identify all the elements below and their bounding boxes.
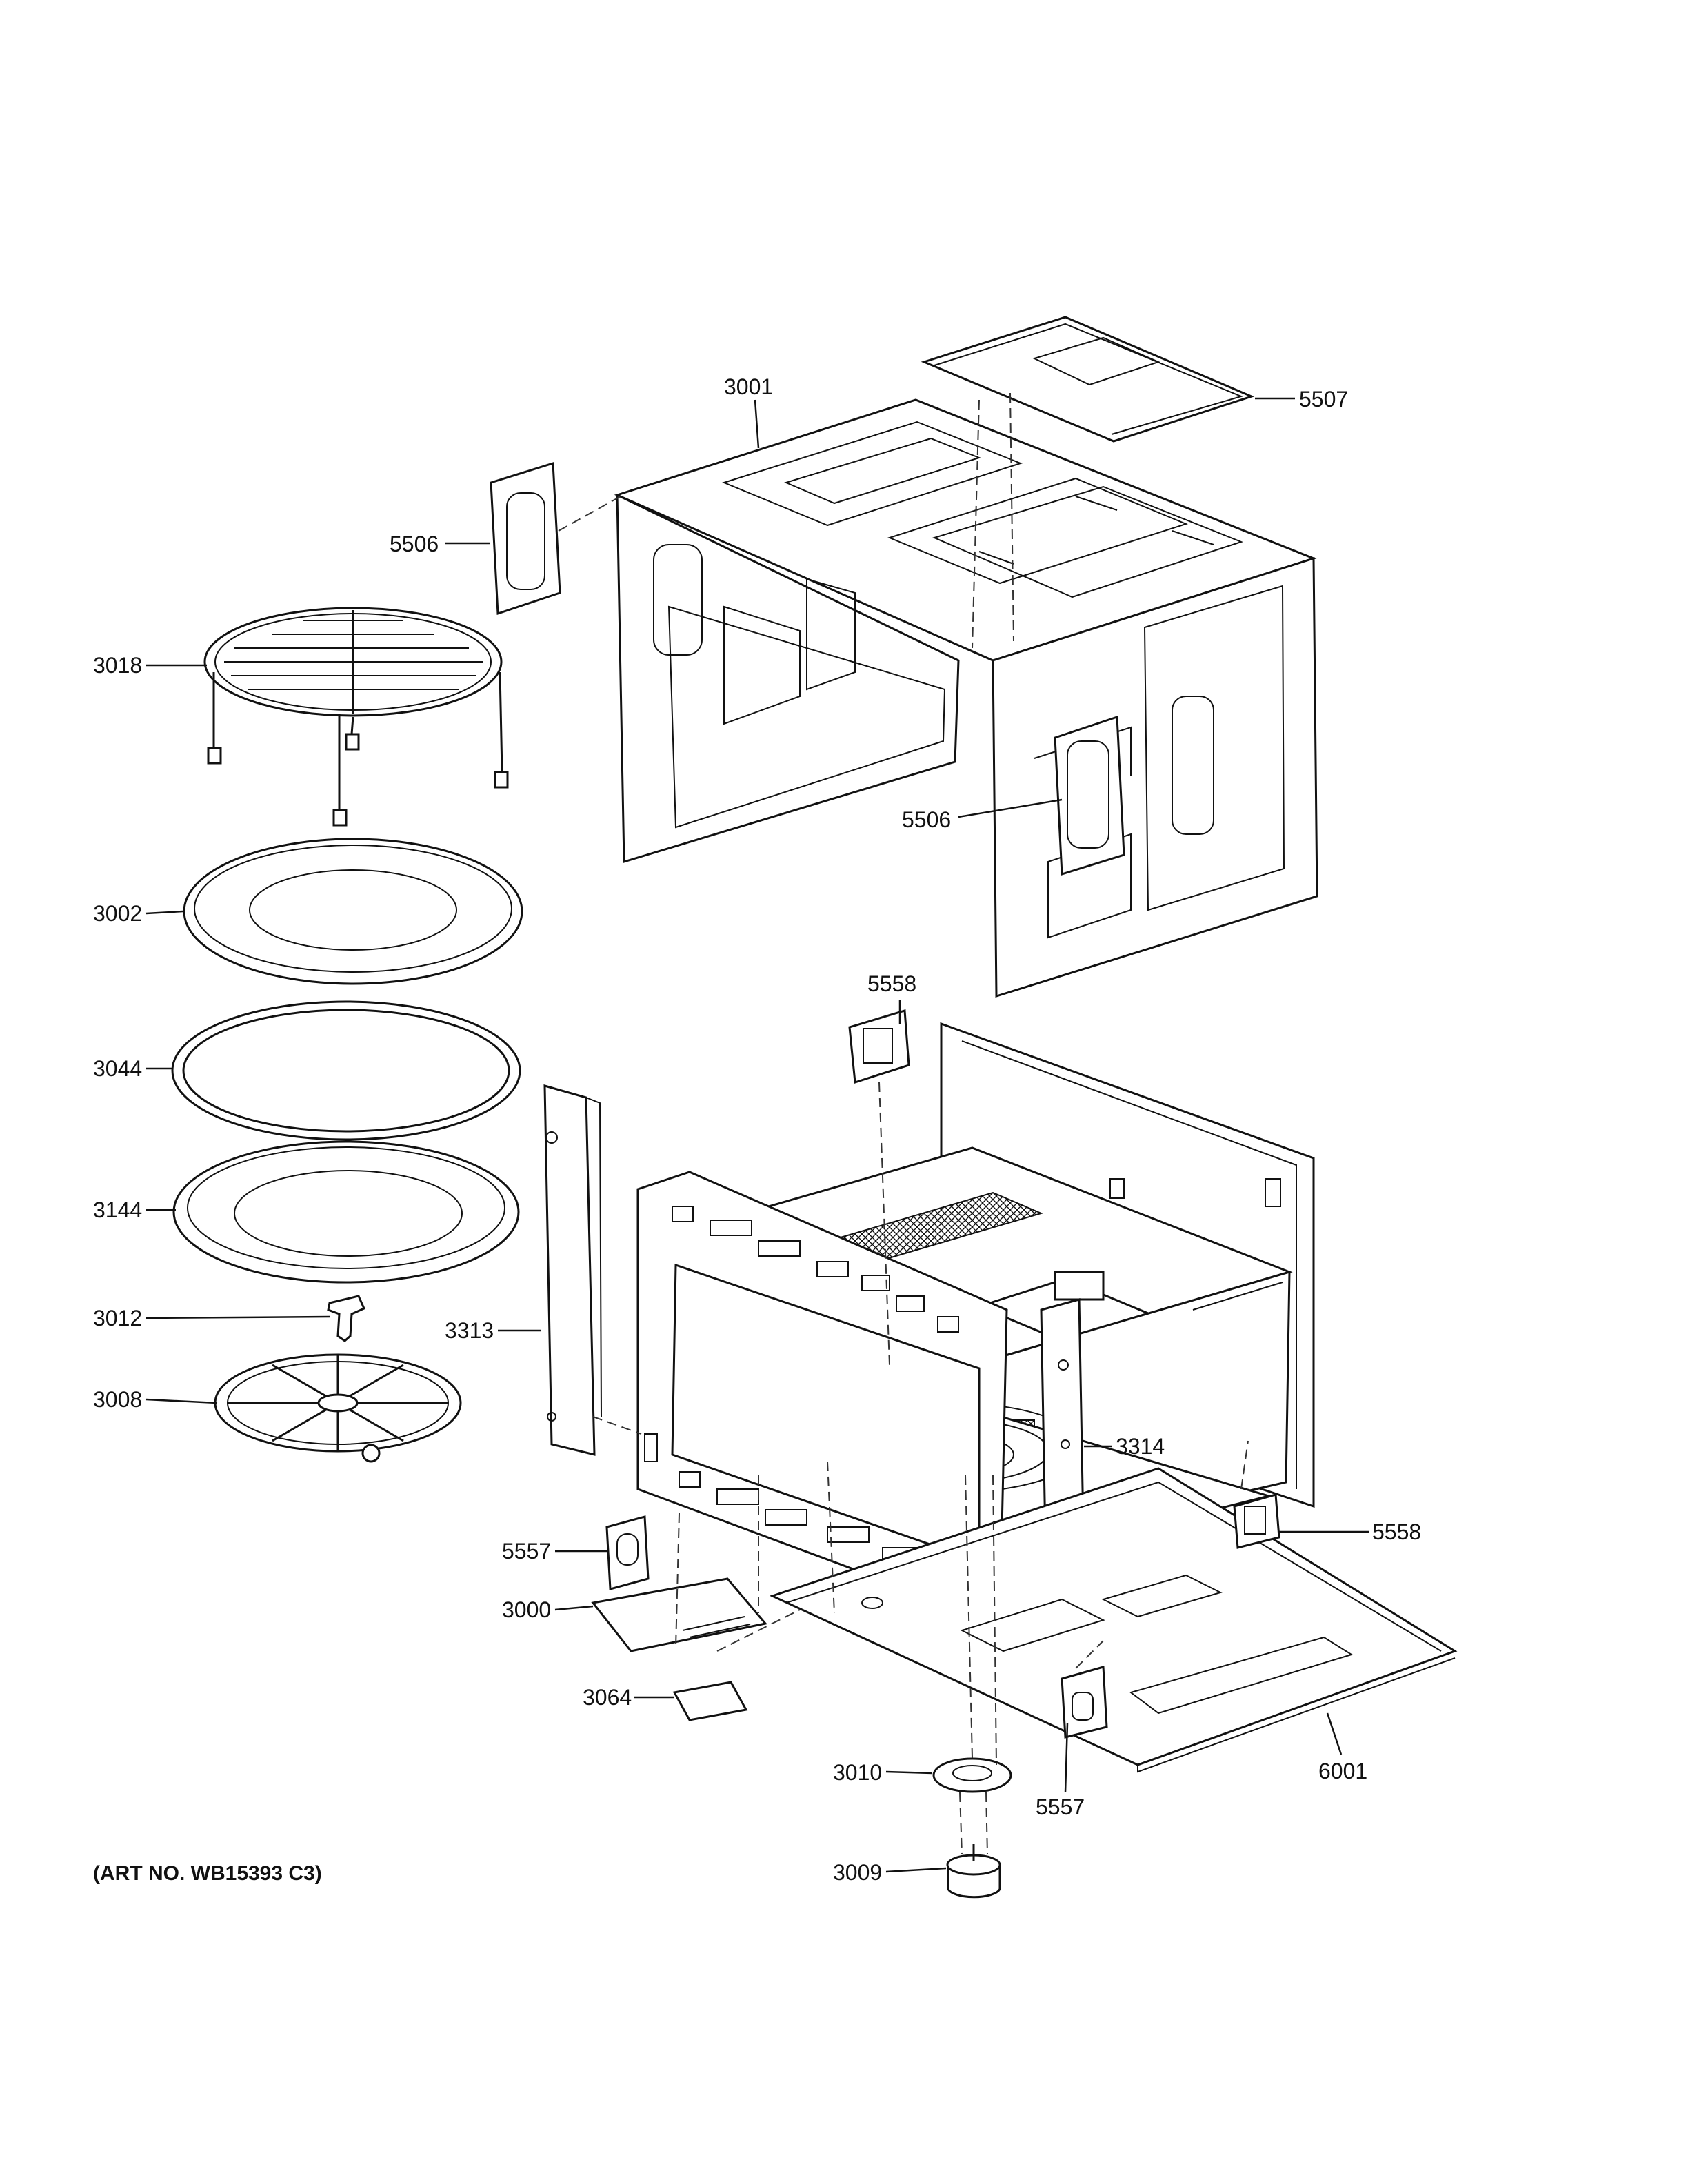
- metal-tray: [172, 1140, 520, 1284]
- clip-5558-right: [1233, 1493, 1280, 1549]
- clip-5558-top: [848, 1009, 910, 1084]
- cover-plate-3000: [591, 1577, 767, 1652]
- label-3064: 3064: [583, 1685, 632, 1710]
- label-5507: 5507: [1299, 387, 1348, 412]
- label-5506-right: 5506: [902, 807, 951, 832]
- motor-bearing: [932, 1757, 1012, 1793]
- spacer-3064: [672, 1681, 748, 1721]
- waveguide-cover-right: [1054, 715, 1125, 876]
- turntable-coupler: [327, 1295, 365, 1342]
- leader-lines: [145, 397, 1369, 1873]
- label-5558-right: 5558: [1372, 1519, 1421, 1544]
- roller-ring: [171, 1000, 521, 1141]
- alignment-lines: [558, 392, 1249, 1855]
- roller-guide: [214, 1353, 462, 1463]
- label-3144: 3144: [93, 1197, 142, 1222]
- label-3009: 3009: [833, 1860, 882, 1885]
- label-6001: 6001: [1318, 1759, 1367, 1783]
- label-5557-left: 5557: [502, 1539, 551, 1564]
- left-side-bracket: [543, 1084, 602, 1456]
- label-3008: 3008: [93, 1387, 142, 1412]
- label-3044: 3044: [93, 1056, 142, 1081]
- label-3010: 3010: [833, 1760, 882, 1785]
- part-labels: 3001 5507 5506 5506 3018 3002 3044 3144 …: [93, 374, 1421, 1885]
- label-3000: 3000: [502, 1597, 551, 1622]
- top-cover-plate: [921, 316, 1255, 443]
- waveguide-cover-left: [490, 461, 561, 616]
- turntable-glass-tray: [183, 838, 523, 985]
- label-3002: 3002: [93, 901, 142, 926]
- cooking-rack: [203, 607, 509, 827]
- label-3018: 3018: [93, 653, 142, 678]
- label-5506-left: 5506: [390, 532, 439, 556]
- label-5558-top: 5558: [867, 971, 916, 996]
- turntable-motor: [946, 1844, 1001, 1899]
- outer-case-wrapper: [614, 398, 1318, 998]
- clip-5557-left: [605, 1515, 650, 1590]
- label-3313: 3313: [445, 1318, 494, 1343]
- art-number-note: (ART NO. WB15393 C3): [93, 1862, 322, 1885]
- label-3001: 3001: [724, 374, 773, 399]
- clip-5557-bottom: [1061, 1666, 1108, 1739]
- label-3314: 3314: [1116, 1434, 1165, 1459]
- label-3012: 3012: [93, 1306, 142, 1331]
- bottom-plate: [769, 1467, 1458, 1773]
- front-frame: [636, 1171, 1008, 1626]
- label-5557-bottom: 5557: [1036, 1794, 1085, 1819]
